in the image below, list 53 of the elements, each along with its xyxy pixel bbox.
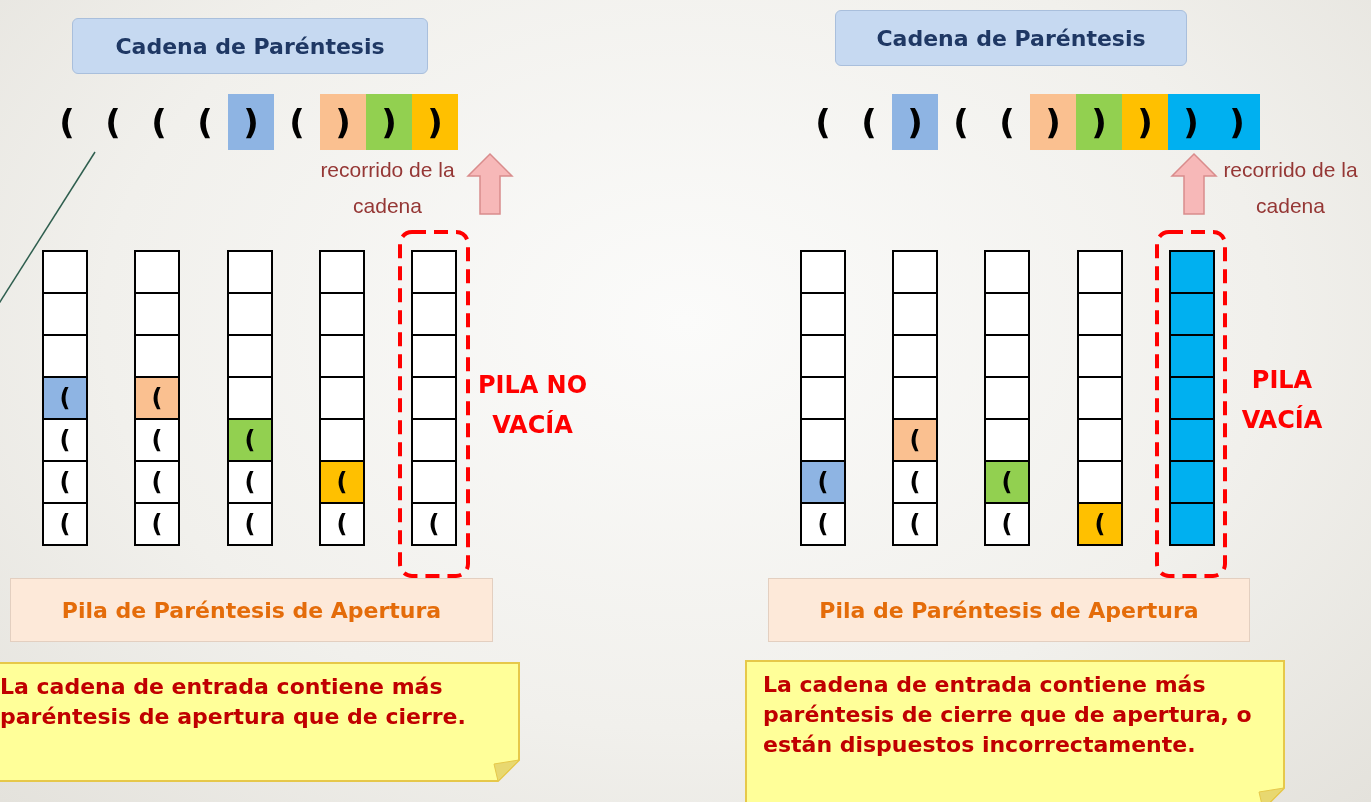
- stacked-parenthesis: (: [134, 460, 180, 504]
- sticky-note: [0, 662, 520, 782]
- parenthesis-symbol: ): [1214, 94, 1260, 150]
- stacked-parenthesis: (: [1077, 502, 1123, 546]
- caption-band: Pila de Paréntesis de Apertura: [768, 578, 1250, 642]
- stacked-parenthesis: (: [227, 502, 273, 546]
- parenthesis-symbol: ): [892, 94, 938, 150]
- parenthesis-symbol: (: [814, 101, 832, 144]
- parenthesis-symbol: (: [288, 101, 306, 144]
- stacked-parenthesis: (: [319, 502, 365, 546]
- parenthesis-symbol: (: [196, 101, 214, 144]
- traversal-note: recorrido de la cadena: [1223, 157, 1358, 219]
- stacked-parenthesis: (: [892, 502, 938, 546]
- heading-box: Cadena de Paréntesis: [835, 10, 1187, 66]
- stacked-parenthesis: (: [42, 418, 88, 462]
- parenthesis-symbol: ): [228, 94, 274, 150]
- stacked-parenthesis: (: [319, 460, 365, 504]
- stacked-parenthesis: (: [411, 502, 457, 546]
- stacked-parenthesis: (: [227, 418, 273, 462]
- stacked-parenthesis: (: [227, 460, 273, 504]
- parenthesis-symbol: (: [860, 101, 878, 144]
- traversal-note: recorrido de la cadena: [320, 157, 455, 219]
- parenthesis-symbol: (: [952, 101, 970, 144]
- parenthesis-symbol: ): [1030, 94, 1076, 150]
- parenthesis-symbol: ): [320, 94, 366, 150]
- note-text: La cadena de entrada contiene más paréntesis de cierre que de apertura, o están dispuestos incorrectamente.: [763, 671, 1253, 759]
- stack-status-label: PILA NO VACÍA: [476, 370, 589, 441]
- stacked-parenthesis: (: [800, 460, 846, 504]
- parenthesis-symbol: ): [366, 94, 412, 150]
- stacked-parenthesis: (: [984, 502, 1030, 546]
- stacked-parenthesis: (: [134, 418, 180, 462]
- parenthesis-symbol: ): [412, 94, 458, 150]
- stacked-parenthesis: (: [42, 460, 88, 504]
- parenthesis-symbol: (: [150, 101, 168, 144]
- caption-band: Pila de Paréntesis de Apertura: [10, 578, 493, 642]
- parenthesis-symbol: (: [58, 101, 76, 144]
- note-text: La cadena de entrada contiene más paréntesis de apertura que de cierre.: [0, 673, 467, 731]
- heading-box: Cadena de Paréntesis: [72, 18, 428, 74]
- stack-status-label: PILA VACÍA: [1240, 365, 1324, 436]
- stacked-parenthesis: (: [984, 460, 1030, 504]
- stacked-parenthesis: (: [42, 376, 88, 420]
- parenthesis-symbol: ): [1122, 94, 1168, 150]
- stacked-parenthesis: (: [892, 460, 938, 504]
- parenthesis-symbol: (: [998, 101, 1016, 144]
- stacked-parenthesis: (: [892, 418, 938, 462]
- stacked-parenthesis: (: [134, 376, 180, 420]
- parenthesis-symbol: ): [1076, 94, 1122, 150]
- stacked-parenthesis: (: [134, 502, 180, 546]
- parenthesis-symbol: (: [104, 101, 122, 144]
- stacked-parenthesis: (: [800, 502, 846, 546]
- sticky-note: [745, 660, 1285, 802]
- parenthesis-symbol: ): [1168, 94, 1214, 150]
- stacked-parenthesis: (: [42, 502, 88, 546]
